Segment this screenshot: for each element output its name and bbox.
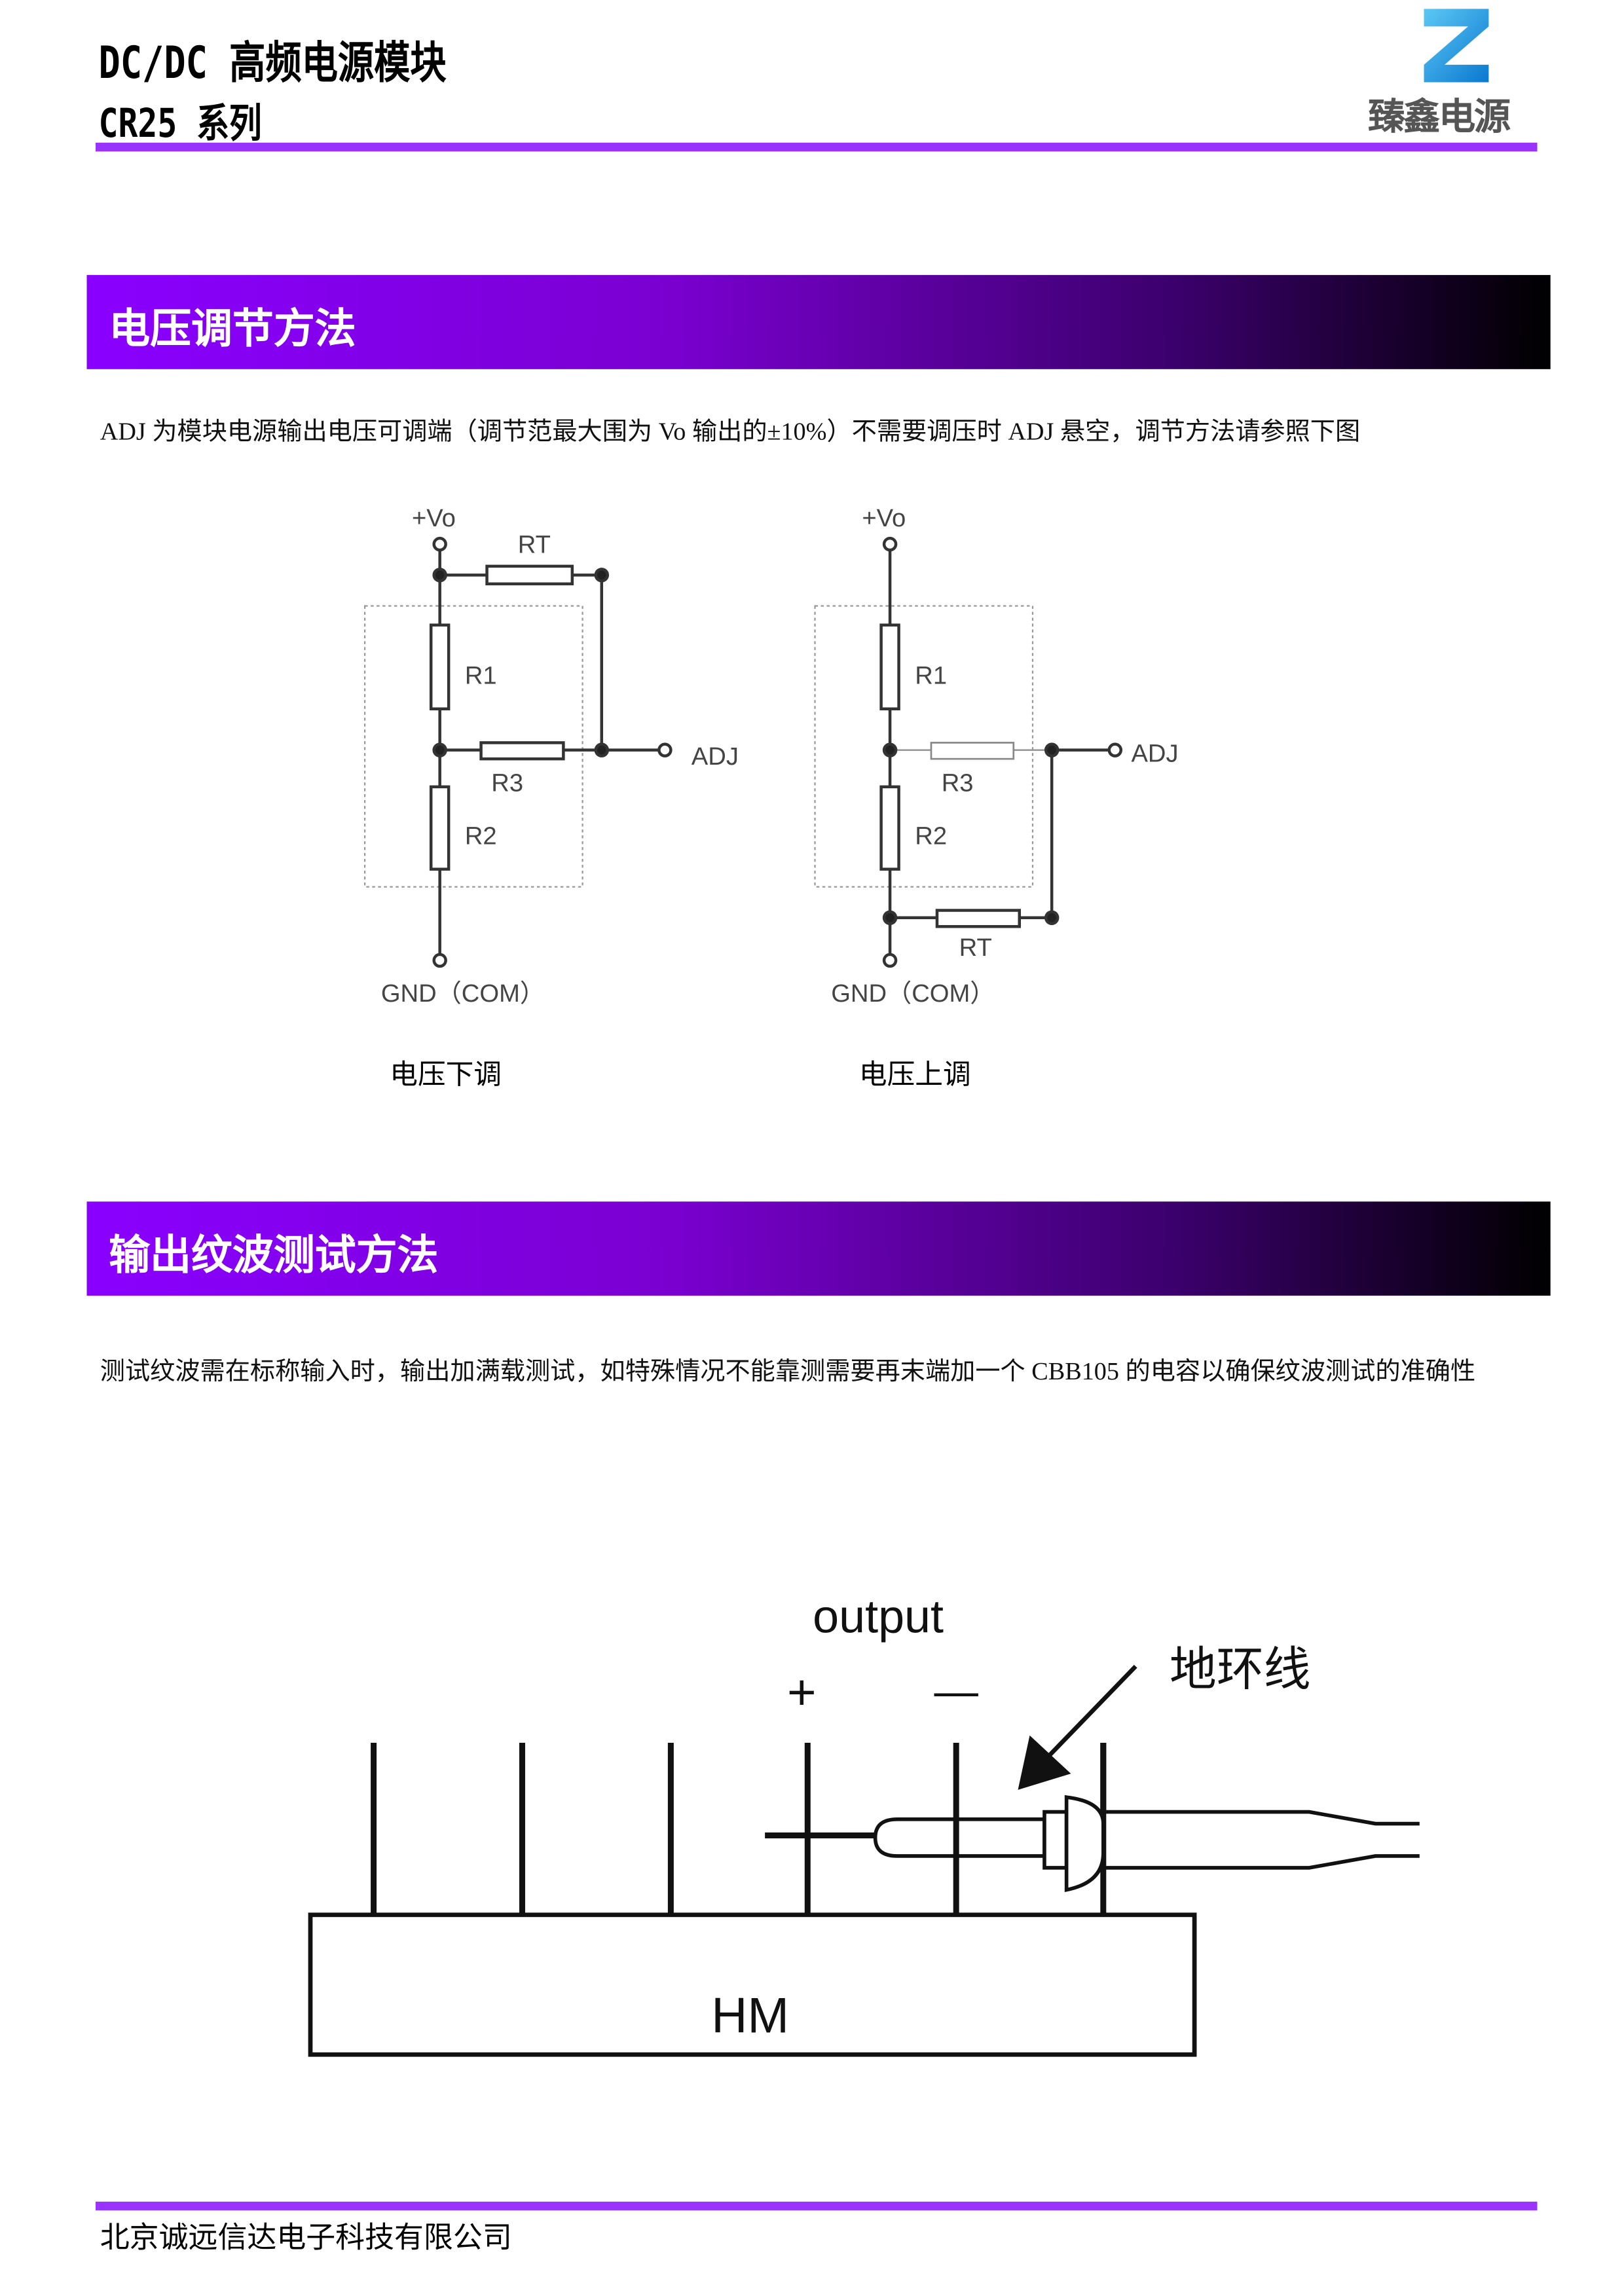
label-r1: R1: [915, 662, 947, 690]
footer-company: 北京诚远信达电子科技有限公司: [100, 2219, 512, 2255]
oscilloscope-probe: [765, 1742, 1420, 1893]
label-vo: +Vo: [862, 504, 906, 532]
label-rt: RT: [518, 531, 551, 559]
document-title: DC/DC 高频电源模块: [98, 38, 447, 90]
section-header-voltage-adjust: 电压调节方法: [86, 275, 1551, 369]
output-label: output: [813, 1591, 944, 1643]
label-r2: R2: [465, 822, 497, 850]
module-label: HM: [711, 1988, 789, 2044]
circuit-voltage-up: [814, 536, 1123, 968]
section-title: 输出纹波测试方法: [109, 1231, 439, 1280]
label-adj: ADJ: [1131, 740, 1178, 768]
series-title: CR25 系列: [98, 101, 262, 147]
logo-z-icon: [1421, 9, 1492, 82]
label-adj: ADJ: [692, 742, 739, 771]
label-gnd: GND（COM）: [831, 979, 995, 1008]
label-r1: R1: [465, 662, 497, 690]
section-title: 电压调节方法: [109, 304, 356, 354]
caption-voltage-down: 电压下调: [390, 1059, 502, 1091]
caption-voltage-up: 电压上调: [858, 1059, 971, 1091]
label-r3: R3: [491, 769, 523, 797]
footer-rule: [96, 2201, 1538, 2211]
hm-module-box: [308, 1912, 1197, 2057]
label-rt: RT: [959, 934, 992, 962]
ripple-test-diagram: output + — 地环线 HM: [308, 1591, 1420, 2057]
ground-loop-label: 地环线: [1170, 1643, 1311, 1696]
minus-label: —: [934, 1667, 978, 1716]
label-gnd: GND（COM）: [381, 979, 545, 1008]
header-rule: [96, 142, 1538, 152]
label-vo: +Vo: [412, 504, 456, 532]
plus-label: +: [787, 1664, 817, 1720]
adj-circuit-diagrams: +Vo RT R1 R3 R2 ADJ GND（COM）: [363, 504, 1179, 1008]
circuit-voltage-down: [363, 536, 673, 968]
ripple-test-paragraph: 测试纹波需在标称输入时，输出加满载测试，如特殊情况不能靠测需要再末端加一个 CB…: [100, 1357, 1476, 1386]
label-r2: R2: [915, 822, 947, 850]
section-header-ripple-test: 输出纹波测试方法: [86, 1201, 1551, 1296]
voltage-adjust-paragraph: ADJ 为模块电源输出电压可调端（调节范最大围为 Vo 输出的±10%）不需要调…: [100, 417, 1361, 446]
label-r3: R3: [942, 769, 974, 797]
logo-text: 臻鑫电源: [1368, 96, 1511, 139]
arrow-icon: [1018, 1664, 1137, 1790]
